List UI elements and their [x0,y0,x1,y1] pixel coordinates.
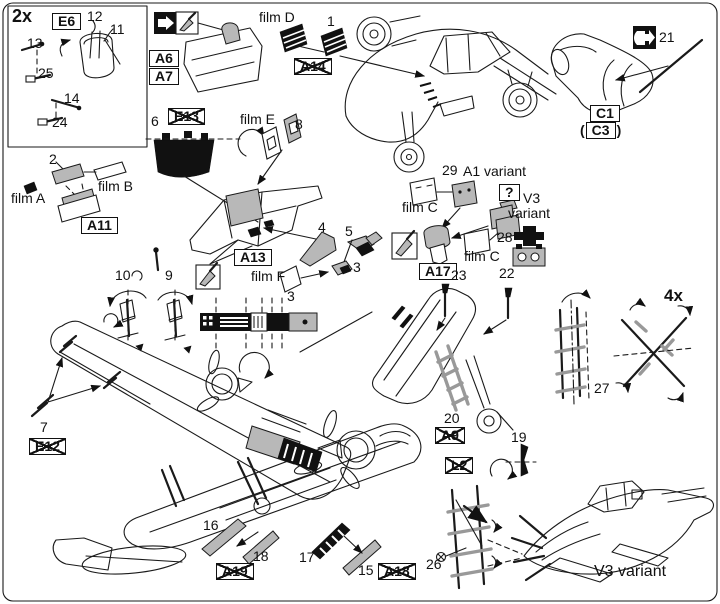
cowl-flap-parts [201,518,382,576]
panel-parts-4-5-3 [279,231,383,293]
main-aircraft-bottom-view [30,320,422,575]
rear-fuselage [299,283,537,480]
aircraft-nose-top-view [344,15,557,173]
seat-assembly-box [7,5,148,148]
sidewall-assembly [154,11,263,93]
engine-nacelle-c1 [550,26,704,114]
knife-icon-2 [391,229,418,260]
variant-parts-cluster [391,177,546,267]
antenna-assemblies [554,289,695,405]
ladder-part-26 [435,484,523,590]
bend-scrape-icon [154,11,199,35]
bend-icon [633,26,656,49]
instrument-panel-strip [200,297,318,379]
film-e-part-8 [257,113,302,185]
grille-parts [279,23,426,78]
v3-variant-nose [510,480,715,583]
cockpit-tub-a13 [153,175,331,272]
rudder-pedals [103,270,194,354]
canopy-part-6 [145,126,265,178]
knife-icon [195,261,221,290]
film-ab-cluster [23,161,127,223]
